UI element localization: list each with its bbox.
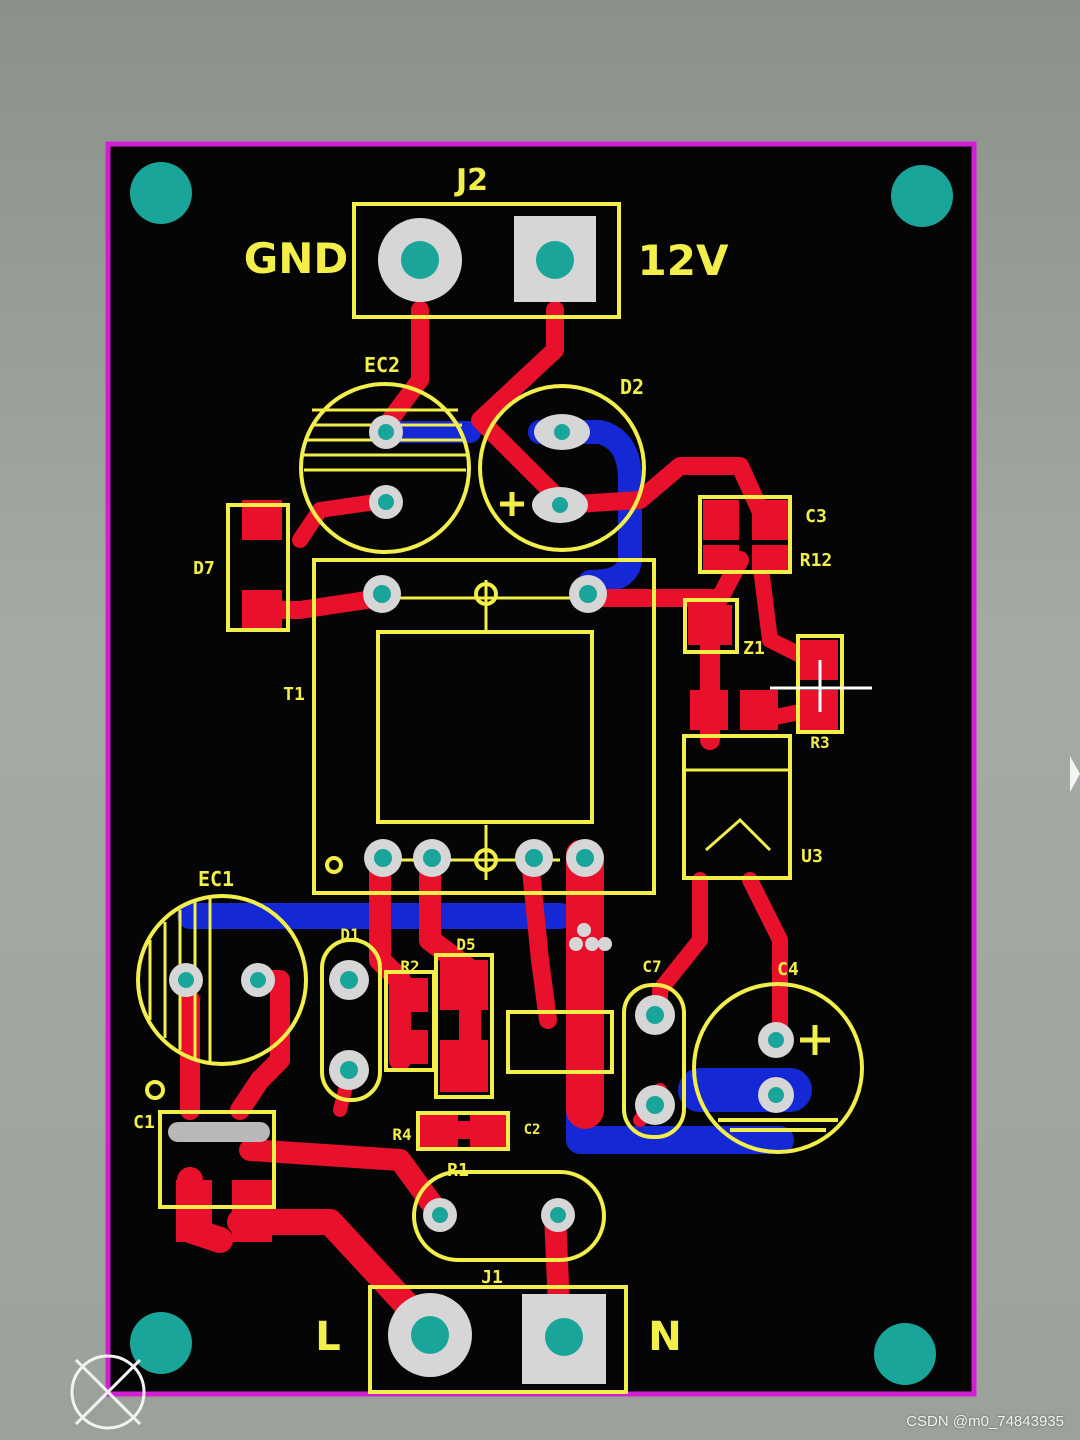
ec2-designator: EC2: [364, 353, 400, 377]
r12-designator: R12: [800, 550, 833, 571]
d1-designator: D1: [340, 925, 359, 944]
ec1-designator: EC1: [198, 867, 234, 891]
r2-designator: R2: [400, 957, 419, 976]
j2-designator: J2: [454, 163, 488, 198]
c1-designator: C1: [133, 1112, 155, 1133]
silkscreen-layer: [136, 202, 872, 1394]
r4-designator: R4: [392, 1125, 411, 1144]
t1-designator: T1: [283, 684, 305, 705]
z1-designator: Z1: [743, 638, 765, 659]
through-hole-pads: [169, 216, 794, 1384]
u3-designator: U3: [801, 846, 823, 867]
d2-designator: D2: [620, 375, 644, 399]
c3-designator: C3: [805, 506, 827, 527]
mounting-hole-icon: [130, 162, 192, 224]
gnd-label: GND: [244, 234, 349, 283]
origin-marker-icon: [70, 1354, 146, 1430]
l-label: L: [315, 1314, 341, 1360]
cursor-arrow-icon: [1070, 756, 1080, 792]
c2-designator: C2: [524, 1122, 541, 1138]
c4-designator: C4: [777, 959, 799, 980]
r1-designator: R1: [447, 1160, 469, 1181]
mounting-hole-icon: [874, 1323, 936, 1385]
watermark-text: CSDN @m0_74843935: [906, 1413, 1064, 1430]
d7-designator: D7: [193, 558, 215, 579]
mounting-hole-icon: [130, 1312, 192, 1374]
mounting-hole-icon: [891, 165, 953, 227]
r3-designator: R3: [810, 733, 829, 752]
c1-body: [168, 1122, 270, 1142]
n-label: N: [648, 1314, 681, 1360]
j1-designator: J1: [481, 1267, 503, 1288]
c7-designator: C7: [642, 957, 661, 976]
polarity-marks: [500, 492, 830, 1055]
d5-designator: D5: [456, 935, 475, 954]
12v-label: 12V: [638, 236, 729, 285]
